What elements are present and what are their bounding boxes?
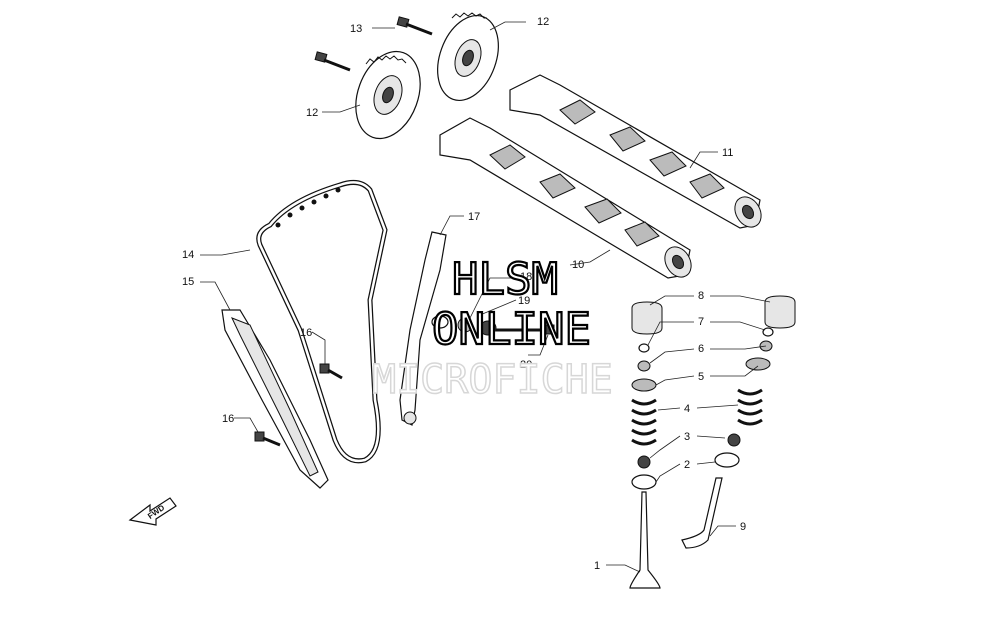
callout-18: 18 — [520, 271, 532, 283]
camshaft-exhaust — [509, 74, 762, 229]
callout-12-lower: 12 — [306, 107, 318, 119]
sprocket-bolt-lower — [314, 51, 351, 72]
cam-sprocket-upper — [437, 12, 499, 102]
callout-numbers: 13 12 12 11 10 14 15 17 18 19 20 16 16 8… — [182, 16, 746, 572]
watermark-line-3: MICROFICHE — [372, 357, 613, 403]
leader-lines — [200, 21, 771, 573]
callout-2: 2 — [684, 459, 690, 471]
tensioner-assembly — [431, 315, 555, 336]
callout-7: 7 — [698, 316, 704, 328]
watermark-line-1: HLSM — [452, 254, 558, 305]
callout-3: 3 — [684, 431, 690, 443]
guide-bolt-upper — [319, 363, 343, 380]
callout-4: 4 — [684, 403, 690, 415]
watermark: HLSM ONLINE MICROFICHE — [371, 253, 613, 404]
callout-12-upper: 12 — [537, 16, 549, 28]
callout-11: 11 — [722, 147, 733, 159]
callout-16-lower: 16 — [222, 413, 234, 425]
callout-6: 6 — [698, 343, 704, 355]
sprocket-bolt-upper — [396, 16, 433, 36]
callout-16-upper: 16 — [300, 327, 312, 339]
guide-bolt-lower — [254, 431, 281, 447]
camshaft-intake — [439, 117, 692, 279]
callout-15: 15 — [182, 276, 194, 288]
watermark-line-2: ONLINE — [432, 304, 591, 355]
callout-17: 17 — [468, 211, 480, 223]
forward-direction-arrow: FWD — [128, 497, 177, 526]
chain-links — [275, 187, 341, 228]
callout-5: 5 — [698, 371, 704, 383]
cam-sprocket-lower — [355, 50, 421, 140]
callout-19: 19 — [518, 295, 530, 307]
callout-8: 8 — [698, 290, 704, 302]
callout-14: 14 — [182, 249, 194, 261]
callout-20: 20 — [520, 359, 532, 371]
valve-train-right — [681, 295, 796, 549]
callout-13: 13 — [350, 23, 362, 35]
tensioner-guide — [399, 231, 447, 426]
callout-9: 9 — [740, 521, 746, 533]
callout-1: 1 — [594, 560, 600, 572]
valve-train-left — [629, 301, 663, 589]
callout-10: 10 — [572, 259, 584, 271]
